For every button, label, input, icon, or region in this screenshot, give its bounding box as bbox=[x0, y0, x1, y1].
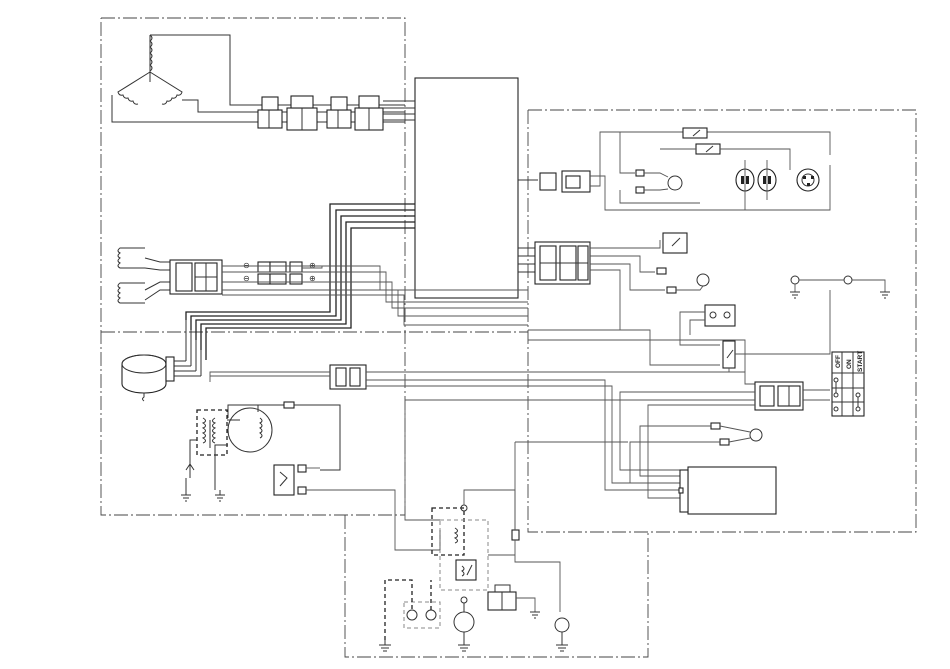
inverter-unit bbox=[415, 78, 518, 298]
eco-throttle-switch bbox=[663, 233, 687, 253]
ignition-coil bbox=[186, 410, 240, 478]
diode-terminal: ⊖ ⊕ ⊖ ⊕ bbox=[243, 261, 316, 284]
main-connector bbox=[528, 240, 665, 330]
bottom-wiring bbox=[440, 490, 515, 555]
sub-windings bbox=[118, 248, 170, 303]
ac-pilot-lamp bbox=[636, 170, 682, 193]
ac-receptacle-twist-lock bbox=[797, 169, 819, 191]
svg-text:⊕: ⊕ bbox=[309, 261, 316, 270]
battery-terminals bbox=[379, 580, 440, 651]
switch-label-off: OFF bbox=[835, 355, 842, 368]
ac-receptacle-duplex bbox=[736, 160, 776, 210]
ground-symbols-left bbox=[181, 478, 225, 501]
battery bbox=[488, 585, 540, 618]
switch-label-on: ON bbox=[846, 359, 853, 369]
receptacle-bus bbox=[540, 132, 830, 210]
engine-control-unit bbox=[274, 465, 440, 550]
oil-level-switch bbox=[258, 402, 302, 412]
long-leads bbox=[528, 330, 745, 372]
choke-solenoid bbox=[555, 618, 569, 651]
output-indicator bbox=[657, 268, 709, 293]
smart-throttle-unit bbox=[515, 442, 776, 530]
fuse-holder bbox=[512, 530, 560, 612]
sub-winding-connector bbox=[170, 260, 222, 294]
circuit-breaker-1 bbox=[660, 128, 790, 170]
svg-text:⊖: ⊖ bbox=[243, 261, 250, 270]
starter-motor bbox=[454, 612, 474, 651]
dc-receptacle bbox=[680, 305, 735, 345]
dc-breaker bbox=[723, 290, 830, 372]
ground-terminal bbox=[790, 276, 890, 298]
switch-label-start: START bbox=[857, 351, 864, 372]
stator-connectors bbox=[258, 96, 383, 130]
starter-relay bbox=[432, 505, 488, 612]
